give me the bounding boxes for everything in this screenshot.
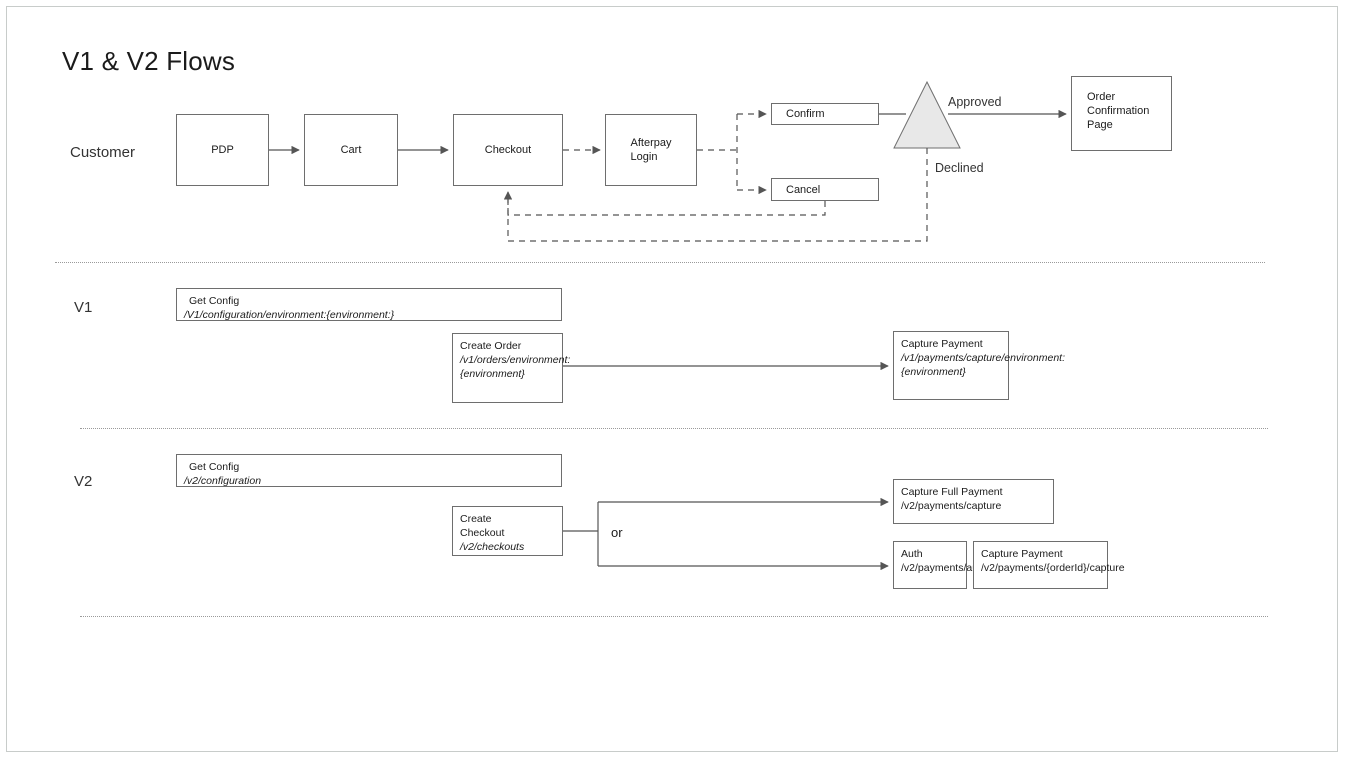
- node-checkout-label: Checkout: [484, 144, 532, 156]
- node-confirm[interactable]: Confirm: [771, 103, 879, 125]
- v2-create-checkout-path: /v2/checkouts: [460, 541, 525, 553]
- order-confirmation-line-3: Page: [1087, 119, 1113, 131]
- lane-label-v1: V1: [74, 299, 93, 316]
- v1-capture-payment-title: Capture Payment: [901, 338, 983, 350]
- node-cart-label: Cart: [340, 144, 362, 156]
- v2-auth-path: /v2/payments/auth: [901, 562, 987, 574]
- v1-capture-payment-box[interactable]: Capture Payment /v1/payments/capture/env…: [893, 331, 1066, 400]
- v2-get-config-title: Get Config: [189, 461, 240, 473]
- lane-divider-1: [55, 262, 1265, 263]
- lane-divider-3: [80, 616, 1268, 617]
- v1-create-order-box[interactable]: Create Order /v1/orders/environment:{env…: [452, 333, 571, 403]
- v1-create-order-path: /v1/orders/environment:{environment}: [460, 354, 571, 380]
- v2-create-checkout-box[interactable]: Create Checkout /v2/checkouts: [452, 506, 563, 556]
- v2-auth-box[interactable]: Auth /v2/payments/auth: [893, 541, 987, 589]
- v2-capture-payment-box[interactable]: Capture Payment /v2/payments/{orderId}/c…: [973, 541, 1125, 589]
- edge-label-approved: Approved: [948, 95, 1002, 109]
- order-confirmation-line-2: Confirmation: [1087, 105, 1150, 117]
- lane-label-v2: V2: [74, 473, 93, 490]
- node-cart[interactable]: Cart: [304, 114, 398, 186]
- v2-capture-payment-title: Capture Payment: [981, 548, 1063, 560]
- v2-branch-or-label: or: [611, 525, 623, 540]
- node-cancel[interactable]: Cancel: [771, 178, 879, 201]
- v2-auth-title: Auth: [901, 548, 923, 560]
- v2-capture-full-payment-box[interactable]: Capture Full Payment /v2/payments/captur…: [893, 479, 1054, 524]
- node-cancel-label: Cancel: [786, 183, 821, 196]
- v2-create-checkout-title-1: Create: [460, 513, 492, 525]
- order-confirmation-line-1: Order: [1087, 91, 1116, 103]
- v1-get-config-path: /V1/configuration/environment:{environme…: [184, 309, 395, 321]
- node-pdp[interactable]: PDP: [176, 114, 269, 186]
- node-afterpay-login-label-2: Login: [630, 151, 658, 163]
- v2-get-config-path: /v2/configuration: [184, 475, 262, 487]
- v2-capture-full-payment-title: Capture Full Payment: [901, 486, 1003, 498]
- v1-get-config-title: Get Config: [189, 295, 240, 307]
- v2-capture-payment-path: /v2/payments/{orderId}/capture: [981, 562, 1125, 574]
- v1-get-config-box[interactable]: Get Config /V1/configuration/environment…: [176, 288, 562, 321]
- v1-capture-payment-path: /v1/payments/capture/environment:{enviro…: [901, 352, 1066, 378]
- v2-capture-full-payment-path: /v2/payments/capture: [901, 500, 1002, 512]
- page-title: V1 & V2 Flows: [62, 46, 236, 76]
- lane-label-customer: Customer: [70, 144, 136, 161]
- edge-label-declined: Declined: [935, 161, 984, 175]
- node-confirm-label: Confirm: [786, 108, 825, 120]
- v2-create-checkout-title-2: Checkout: [460, 527, 505, 539]
- node-afterpay-login-label-1: Afterpay: [630, 137, 672, 149]
- v1-create-order-title: Create Order: [460, 340, 522, 352]
- v2-get-config-box[interactable]: Get Config /v2/configuration: [176, 454, 562, 487]
- lane-divider-2: [80, 428, 1268, 429]
- node-checkout[interactable]: Checkout: [453, 114, 563, 186]
- node-order-confirmation-page[interactable]: Order Confirmation Page: [1071, 76, 1172, 151]
- node-afterpay-login[interactable]: Afterpay Login: [605, 114, 697, 186]
- node-pdp-label: PDP: [211, 144, 234, 156]
